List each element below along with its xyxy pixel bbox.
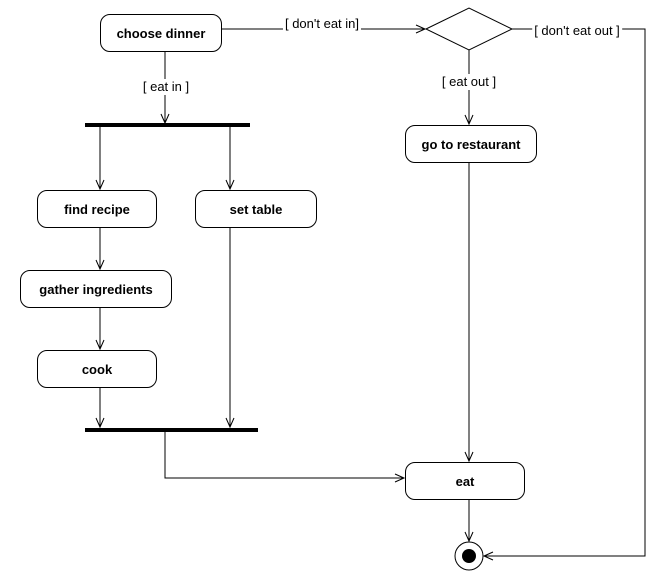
arrowhead-left-icon (482, 551, 494, 561)
arrowhead-down-icon (95, 339, 105, 351)
edge-cook-to-join (95, 388, 105, 429)
guard-label-dont-eat-in: [ don't eat in] (282, 16, 362, 32)
guard-label-eat-in: [ eat in ] (140, 79, 192, 95)
arrowhead-down-icon (95, 179, 105, 191)
arrowhead-down-icon (464, 114, 474, 126)
arrowhead-down-icon (225, 179, 235, 191)
final-state-inner-dot (462, 549, 476, 563)
arrowhead-right-icon (415, 24, 427, 34)
activity-node-go-to-restaurant: go to restaurant (405, 125, 537, 163)
fork-bar (85, 123, 250, 127)
activity-node-gather-ingredients: gather ingredients (20, 270, 172, 308)
edge-fork-to-set-table (225, 127, 235, 191)
edge-set-table-to-join (225, 228, 235, 429)
activity-node-set-table: set table (195, 190, 317, 228)
guard-label-eat-out: [ eat out ] (439, 74, 499, 90)
edge-fork-to-find-recipe (95, 127, 105, 191)
edge-gather-ingredients-to-cook (95, 308, 105, 351)
arrowhead-down-icon (95, 417, 105, 429)
arrowhead-down-icon (464, 531, 474, 543)
edge-find-recipe-to-gather-ingredients (95, 228, 105, 271)
edge-eat-to-final-state (464, 500, 474, 543)
activity-node-choose-dinner: choose dinner (100, 14, 222, 52)
arrowhead-down-icon (225, 417, 235, 429)
edge-go-to-restaurant-to-eat (464, 163, 474, 463)
guard-label-dont-eat-out: [ don't eat out ] (532, 23, 622, 39)
arrowhead-down-icon (160, 113, 170, 125)
activity-node-find-recipe: find recipe (37, 190, 157, 228)
join-bar (85, 428, 258, 432)
arrowhead-right-icon (394, 473, 406, 483)
decision-diamond (424, 7, 514, 51)
arrowhead-down-icon (95, 259, 105, 271)
edge-join-to-eat (164, 432, 406, 483)
activity-node-cook: cook (37, 350, 157, 388)
activity-node-eat: eat (405, 462, 525, 500)
arrowhead-down-icon (464, 451, 474, 463)
